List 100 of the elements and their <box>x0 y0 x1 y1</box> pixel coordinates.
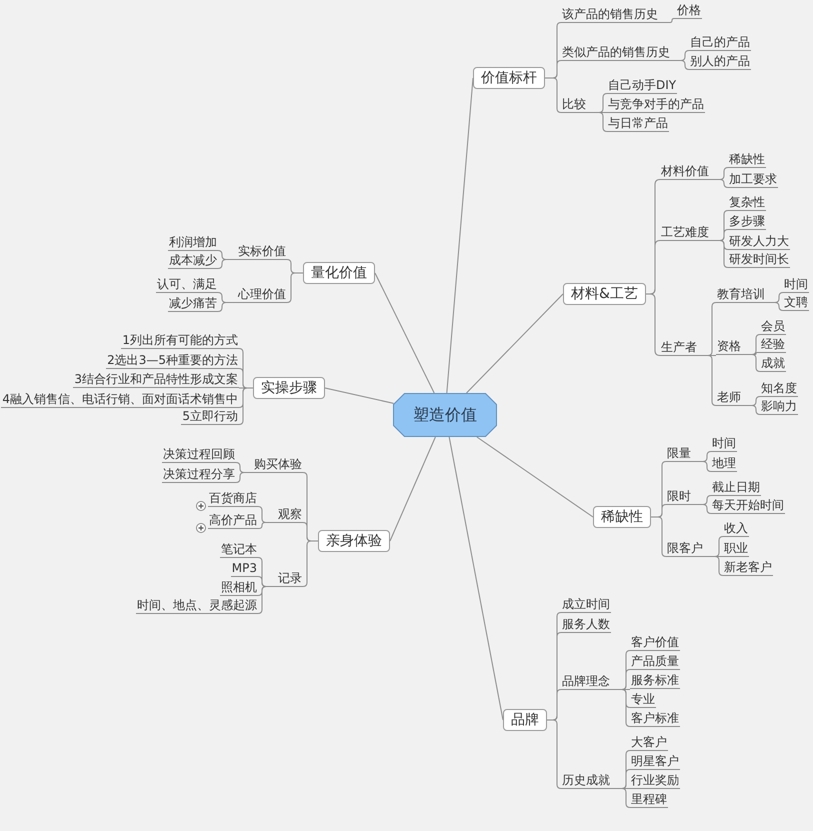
subtopic-label: 时间 <box>783 277 809 293</box>
subtopic-label: 大客户 <box>630 735 668 751</box>
subtopic-label: 成就 <box>760 356 786 372</box>
connector-line <box>692 504 712 514</box>
subtopic-label: 百货商店 <box>208 491 258 507</box>
central-topic: 塑造价值 <box>393 393 497 437</box>
subtopic-label: 客户价值 <box>630 635 680 651</box>
subtopic-label: 历史成就 <box>561 773 611 789</box>
topic-box: 价值标杆 <box>473 67 545 89</box>
subtopic-label: 自己的产品 <box>689 35 751 51</box>
subtopic-label: 高价产品 <box>208 513 258 529</box>
subtopic-label: 会员 <box>760 319 786 335</box>
subtopic-label: 照相机 <box>220 580 258 596</box>
subtopic-label: 2选出3—5种重要的方法 <box>106 353 239 369</box>
topic-box: 稀缺性 <box>593 506 651 528</box>
subtopic-label: 行业奖励 <box>630 773 680 789</box>
subtopic-label: MP3 <box>230 561 258 577</box>
subtopic-label: 限量 <box>666 446 692 462</box>
connector-line <box>586 112 608 132</box>
subtopic-label: 自己动手DIY <box>607 78 678 94</box>
connector-line <box>258 522 278 529</box>
connector-line <box>466 294 564 394</box>
subtopic-label: 明星客户 <box>630 754 680 770</box>
subtopic-label: 别人的产品 <box>689 54 751 70</box>
connector-line <box>710 179 728 188</box>
subtopic-label: 该产品的销售历史 <box>561 7 659 23</box>
connector-line <box>218 302 238 312</box>
subtopic-label: 影响力 <box>760 399 798 415</box>
subtopic-label: 复杂性 <box>728 195 766 211</box>
subtopic-label: 加工要求 <box>728 172 778 188</box>
subtopic-label: 老师 <box>716 390 742 406</box>
connector-line <box>710 240 728 268</box>
subtopic-label: 服务人数 <box>561 617 611 633</box>
topic-box: 实操步骤 <box>253 377 325 399</box>
subtopic-label: 工艺难度 <box>660 225 710 241</box>
subtopic-label: 成本减少 <box>168 253 218 269</box>
subtopic-label: 1列出所有可能的方式 <box>121 333 239 349</box>
subtopic-label: 购买体验 <box>253 457 303 473</box>
connector-line <box>258 586 278 614</box>
connector-line <box>238 388 254 425</box>
subtopic-label: 服务标准 <box>630 673 680 689</box>
subtopic-label: 时间 <box>711 436 737 452</box>
subtopic-label: 与竞争对手的产品 <box>607 97 705 113</box>
connector-line <box>698 355 716 406</box>
connector-line <box>610 788 630 808</box>
connector-line <box>742 405 760 415</box>
subtopic-label: 教育培训 <box>716 287 766 303</box>
subtopic-label: 截止日期 <box>711 480 761 496</box>
subtopic-label: 材料价值 <box>660 164 710 180</box>
subtopic-label: 地理 <box>711 456 737 472</box>
connector-line <box>446 78 474 394</box>
subtopic-label: 认可、满足 <box>156 277 218 293</box>
subtopic-label: 研发人力大 <box>728 234 790 250</box>
subtopic-label: 类似产品的销售历史 <box>561 45 671 61</box>
connector-line <box>324 388 394 404</box>
subtopic-label: 价格 <box>676 3 702 19</box>
subtopic-label: 稀缺性 <box>728 152 766 168</box>
topic-box: 品牌 <box>503 709 547 731</box>
subtopic-label: 限客户 <box>666 541 704 557</box>
subtopic-label: 专业 <box>630 692 656 708</box>
subtopic-label: 资格 <box>716 339 742 355</box>
subtopic-label: 5立即行动 <box>181 409 239 425</box>
subtopic-label: 经验 <box>760 337 786 353</box>
subtopic-label: 心理价值 <box>237 287 287 303</box>
connector-line <box>704 556 724 576</box>
subtopic-label: 研发时间长 <box>728 252 790 268</box>
topic-box: 材料&工艺 <box>563 283 646 305</box>
connector-line <box>670 60 690 70</box>
subtopic-label: 职业 <box>723 541 749 557</box>
subtopic-label: 决策过程回顾 <box>162 447 236 463</box>
subtopic-label: 利润增加 <box>168 235 218 251</box>
connector-line <box>448 436 504 720</box>
subtopic-label: 时间、地点、灵感起源 <box>136 598 258 614</box>
connector-line <box>374 272 435 394</box>
subtopic-label: 4融入销售信、电话行销、面对面话术销售中 <box>1 392 239 408</box>
subtopic-label: 收入 <box>723 521 749 537</box>
subtopic-label: 观察 <box>277 507 303 523</box>
subtopic-label: 与日常产品 <box>607 116 669 132</box>
connector-line <box>650 516 666 557</box>
connector-line <box>218 259 238 269</box>
connector-line <box>766 302 784 311</box>
subtopic-label: 品牌理念 <box>561 674 611 690</box>
topic-box: 亲身体验 <box>318 530 390 552</box>
connector-line <box>692 461 712 472</box>
connector-line <box>610 689 630 727</box>
topic-box: 量化价值 <box>303 262 375 284</box>
subtopic-label: 知名度 <box>760 381 798 397</box>
subtopic-label: 生产者 <box>660 340 698 356</box>
connector-line <box>236 472 254 483</box>
connector-line <box>390 436 436 542</box>
subtopic-label: 产品质量 <box>630 654 680 670</box>
subtopic-label: 限时 <box>666 489 692 505</box>
subtopic-label: 实标价值 <box>237 244 287 260</box>
subtopic-label: 成立时间 <box>561 597 611 613</box>
subtopic-label: 多步骤 <box>728 214 766 230</box>
subtopic-label: 新老客户 <box>723 560 773 576</box>
subtopic-label: 减少痛苦 <box>168 296 218 312</box>
subtopic-label: 记录 <box>277 571 303 587</box>
connector-line <box>742 354 760 372</box>
connector-line <box>286 272 304 303</box>
